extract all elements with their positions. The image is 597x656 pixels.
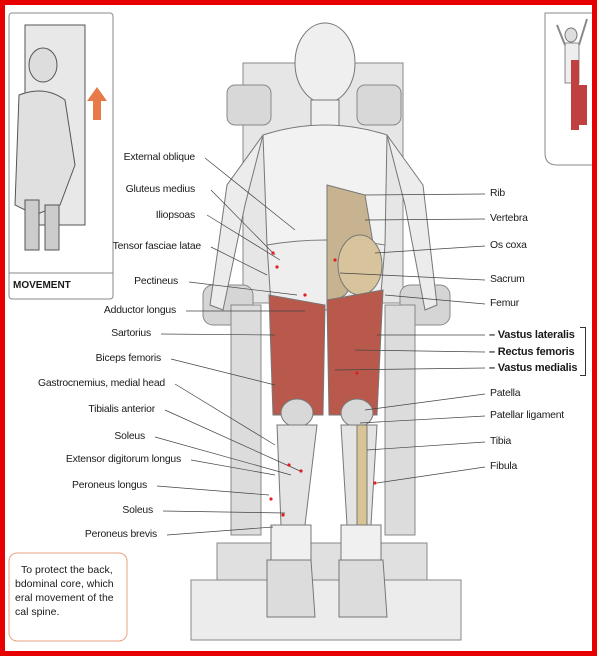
label-vastus-medialis: – Vastus medialis [489,362,577,374]
label-pectineus: Pectineus [134,276,178,288]
label-gluteus-medius: Gluteus medius [126,184,195,196]
label-iliopsoas: Iliopsoas [156,210,195,222]
label-peroneus-longus: Peroneus longus [72,480,147,492]
note-line-2: bdominal core, which [15,578,114,591]
label-vastus-lateralis: – Vastus lateralis [489,329,575,341]
quadriceps-bracket [580,327,586,376]
label-tibia: Tibia [490,436,511,448]
label-rib: Rib [490,188,505,200]
inset-figure [15,25,85,250]
label-external-oblique: External oblique [124,152,195,164]
label-adductor-longus: Adductor longus [104,305,176,317]
note-line-1: To protect the back, [21,564,113,577]
label-patellar-ligament: Patellar ligament [490,410,564,422]
label-biceps-femoris: Biceps femoris [96,353,161,365]
label-extensor-digitorum: Extensor digitorum longus [66,454,181,466]
label-tensor-fasciae-latae: Tensor fasciae latae [113,241,201,253]
label-vertebra: Vertebra [490,213,528,225]
note-line-3: eral movement of the [15,592,114,605]
label-gastrocnemius-medial: Gastrocnemius, medial head [38,378,165,390]
note-line-4: cal spine. [15,606,59,619]
label-sacrum: Sacrum [490,274,525,286]
label-femur: Femur [490,298,519,310]
label-patella: Patella [490,388,520,400]
label-sartorius: Sartorius [111,328,151,340]
label-rectus-femoris: – Rectus femoris [489,346,574,358]
label-os-coxa: Os coxa [490,240,527,252]
label-tibialis-anterior: Tibialis anterior [88,404,155,416]
inset-caption: MOVEMENT [13,279,71,292]
label-soleus-2: Soleus [122,505,153,517]
label-peroneus-brevis: Peroneus brevis [85,529,157,541]
label-fibula: Fibula [490,461,517,473]
label-soleus-1: Soleus [114,431,145,443]
